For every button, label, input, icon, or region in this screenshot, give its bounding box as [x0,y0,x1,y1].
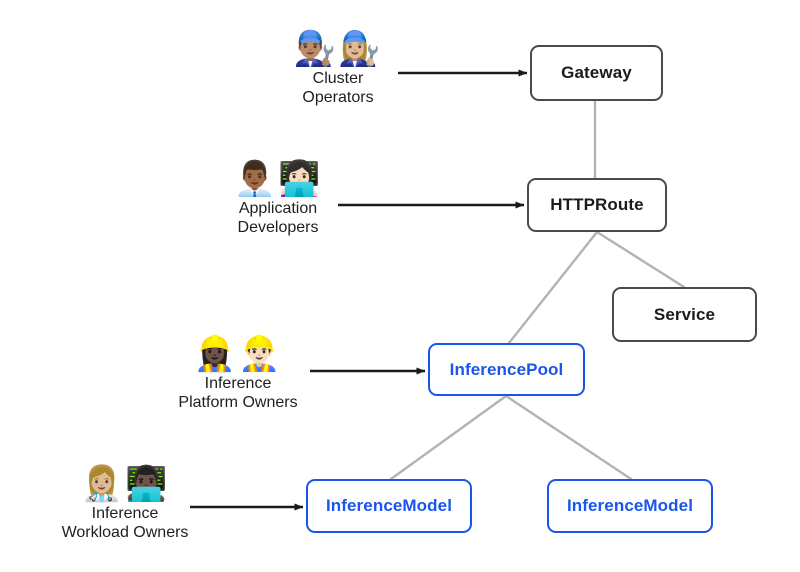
edge-inferencepool-to-inferencemodel-right [504,394,633,481]
actor-label: Application Developers [237,200,319,236]
node-inferencemodel-left[interactable]: InferenceModel [306,479,472,533]
node-gateway[interactable]: Gateway [530,45,663,101]
woman-construction-worker-icon+man-construction-worker-icon: 👷🏿‍♀️👷🏻‍♂️ [193,334,283,374]
node-service[interactable]: Service [612,287,757,342]
node-label: HTTPRoute [550,195,644,214]
actor-inference-workload-owners: 👩🏼‍⚕️👨🏿‍💻Inference Workload Owners [45,467,205,543]
actor-label: Inference Workload Owners [61,505,189,541]
woman-health-worker-icon+man-technologist-icon: 👩🏼‍⚕️👨🏿‍💻 [80,464,170,504]
actor-cluster-operators: 👨🏽‍🔧👩🏼‍🔧Cluster Operators [268,32,408,108]
edge-httproute-to-service [595,230,686,289]
actor-inference-platform-owners: 👷🏿‍♀️👷🏻‍♂️Inference Platform Owners [163,337,313,413]
edge-httproute-to-inferencepool [507,230,599,345]
node-label: InferenceModel [325,496,453,515]
node-label: InferenceModel [566,496,694,515]
node-label: Service [653,304,716,324]
edge-inferencepool-to-inferencemodel-left [389,394,508,481]
node-inferencemodel-right[interactable]: InferenceModel [547,479,713,533]
node-inferencepool[interactable]: InferencePool [428,343,585,396]
node-httproute[interactable]: HTTPRoute [527,178,667,232]
man-mechanic-icon+woman-mechanic-icon: 👨🏽‍🔧👩🏼‍🔧 [293,29,383,69]
actor-arrows [190,69,528,511]
actor-application-developers: 👨🏾‍💼👩🏻‍💻Application Developers [208,162,348,238]
man-office-worker-icon+woman-technologist-icon: 👨🏾‍💼👩🏻‍💻 [233,159,323,199]
node-label: Gateway [561,63,632,82]
actor-label: Inference Platform Owners [178,375,298,411]
actor-label: Cluster Operators [302,70,374,106]
node-label: InferencePool [449,359,564,379]
